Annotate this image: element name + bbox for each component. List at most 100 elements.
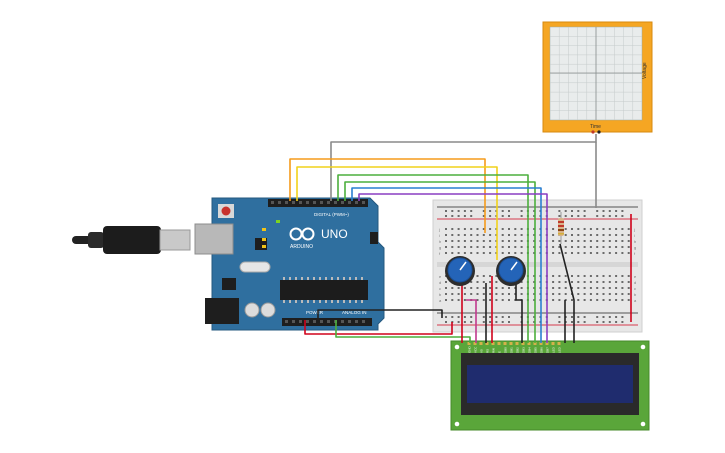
- breadboard-hole[interactable]: [470, 240, 473, 242]
- breadboard-hole[interactable]: [514, 240, 517, 242]
- breadboard-hole[interactable]: [621, 293, 624, 295]
- breadboard-hole[interactable]: [577, 281, 580, 283]
- breadboard-hole[interactable]: [564, 240, 567, 242]
- breadboard-hole[interactable]: [501, 321, 504, 323]
- wire[interactable]: [304, 320, 453, 335]
- digital-pin[interactable]: [320, 201, 323, 204]
- breadboard-hole[interactable]: [495, 299, 498, 301]
- breadboard-hole[interactable]: [520, 246, 523, 248]
- breadboard-hole[interactable]: [520, 228, 523, 230]
- breadboard-hole[interactable]: [463, 240, 466, 242]
- breadboard-hole[interactable]: [508, 215, 510, 217]
- analog-power-pin[interactable]: [355, 320, 358, 323]
- breadboard-hole[interactable]: [558, 281, 561, 283]
- breadboard-hole[interactable]: [514, 252, 517, 254]
- breadboard-hole[interactable]: [463, 215, 466, 217]
- breadboard-hole[interactable]: [577, 316, 580, 318]
- breadboard-hole[interactable]: [482, 316, 485, 318]
- breadboard-hole[interactable]: [489, 246, 492, 248]
- breadboard-hole[interactable]: [621, 234, 624, 236]
- breadboard-hole[interactable]: [571, 228, 573, 230]
- breadboard-hole[interactable]: [589, 228, 592, 230]
- breadboard-hole[interactable]: [558, 240, 561, 242]
- breadboard-hole[interactable]: [596, 275, 599, 277]
- breadboard-hole[interactable]: [489, 275, 492, 277]
- breadboard-hole[interactable]: [577, 240, 580, 242]
- digital-pin[interactable]: [313, 201, 316, 204]
- breadboard-hole[interactable]: [608, 252, 611, 254]
- breadboard-hole[interactable]: [577, 321, 580, 323]
- breadboard-hole[interactable]: [476, 252, 479, 254]
- breadboard-hole[interactable]: [596, 293, 599, 295]
- breadboard-hole[interactable]: [451, 287, 454, 289]
- breadboard-hole[interactable]: [508, 240, 510, 242]
- breadboard-hole[interactable]: [457, 228, 460, 230]
- breadboard-hole[interactable]: [445, 240, 447, 242]
- breadboard-hole[interactable]: [608, 246, 611, 248]
- breadboard-hole[interactable]: [552, 293, 555, 295]
- breadboard-hole[interactable]: [571, 246, 573, 248]
- digital-pin[interactable]: [348, 201, 351, 204]
- breadboard-hole[interactable]: [463, 299, 466, 301]
- breadboard-hole[interactable]: [508, 316, 510, 318]
- breadboard-hole[interactable]: [558, 215, 561, 217]
- breadboard-hole[interactable]: [495, 281, 498, 283]
- breadboard-hole[interactable]: [482, 275, 485, 277]
- breadboard-hole[interactable]: [627, 287, 630, 289]
- breadboard-hole[interactable]: [577, 234, 580, 236]
- breadboard-hole[interactable]: [596, 281, 599, 283]
- breadboard-hole[interactable]: [489, 215, 492, 217]
- breadboard-hole[interactable]: [520, 210, 523, 212]
- breadboard-hole[interactable]: [602, 210, 605, 212]
- breadboard-hole[interactable]: [602, 275, 605, 277]
- breadboard-hole[interactable]: [608, 281, 611, 283]
- breadboard-hole[interactable]: [552, 240, 555, 242]
- analog-power-pin[interactable]: [362, 320, 365, 323]
- breadboard-hole[interactable]: [482, 228, 485, 230]
- breadboard-hole[interactable]: [558, 210, 561, 212]
- breadboard-hole[interactable]: [608, 287, 611, 289]
- breadboard-hole[interactable]: [470, 293, 473, 295]
- breadboard-hole[interactable]: [571, 299, 573, 301]
- breadboard-hole[interactable]: [615, 228, 618, 230]
- breadboard-hole[interactable]: [489, 228, 492, 230]
- breadboard-hole[interactable]: [445, 293, 447, 295]
- analog-power-pin[interactable]: [327, 320, 330, 323]
- oscilloscope-probe-neg[interactable]: [597, 130, 601, 134]
- lcd-pin[interactable]: [545, 342, 549, 345]
- breadboard-hole[interactable]: [457, 240, 460, 242]
- breadboard-hole[interactable]: [457, 210, 460, 212]
- breadboard-hole[interactable]: [463, 252, 466, 254]
- breadboard-hole[interactable]: [596, 228, 599, 230]
- breadboard-hole[interactable]: [457, 293, 460, 295]
- breadboard-hole[interactable]: [621, 228, 624, 230]
- breadboard-hole[interactable]: [589, 293, 592, 295]
- breadboard-hole[interactable]: [552, 228, 555, 230]
- breadboard-hole[interactable]: [508, 228, 510, 230]
- breadboard-hole[interactable]: [489, 299, 492, 301]
- breadboard-hole[interactable]: [520, 234, 523, 236]
- breadboard-hole[interactable]: [564, 210, 567, 212]
- lcd-pin[interactable]: [467, 342, 471, 345]
- breadboard-hole[interactable]: [476, 299, 479, 301]
- breadboard-hole[interactable]: [596, 321, 599, 323]
- breadboard-hole[interactable]: [621, 246, 624, 248]
- breadboard-hole[interactable]: [501, 316, 504, 318]
- breadboard-hole[interactable]: [445, 321, 447, 323]
- breadboard-hole[interactable]: [615, 275, 618, 277]
- breadboard-hole[interactable]: [577, 246, 580, 248]
- breadboard-hole[interactable]: [501, 293, 504, 295]
- wire[interactable]: [351, 187, 542, 343]
- breadboard-hole[interactable]: [482, 210, 485, 212]
- breadboard-hole[interactable]: [451, 228, 454, 230]
- breadboard-hole[interactable]: [445, 281, 447, 283]
- digital-pin[interactable]: [278, 201, 281, 204]
- breadboard-hole[interactable]: [596, 240, 599, 242]
- breadboard-hole[interactable]: [445, 234, 447, 236]
- breadboard-hole[interactable]: [583, 281, 586, 283]
- breadboard-hole[interactable]: [451, 246, 454, 248]
- breadboard-hole[interactable]: [489, 240, 492, 242]
- breadboard-hole[interactable]: [470, 321, 473, 323]
- breadboard-hole[interactable]: [489, 281, 492, 283]
